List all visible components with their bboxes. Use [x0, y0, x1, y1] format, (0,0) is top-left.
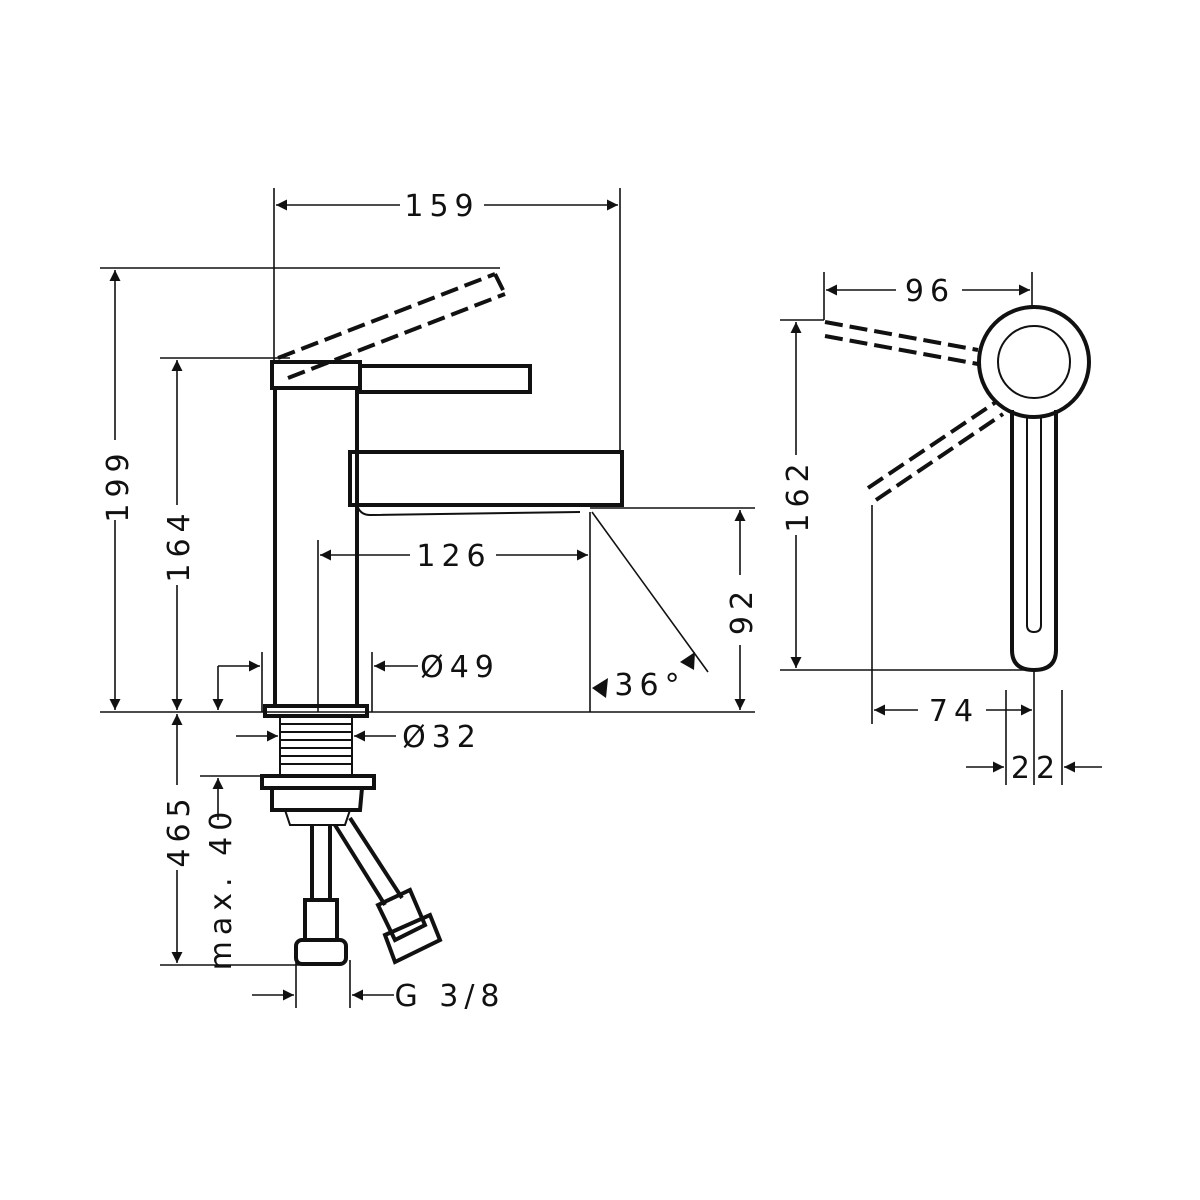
hose-straight	[310, 825, 332, 900]
handle-rotated-down	[866, 400, 1005, 502]
handle-rotated-up	[824, 320, 979, 366]
dim-label-22: 22	[1011, 751, 1061, 786]
front-dimensions: 159 199 164 126 92 36° Ø49	[100, 188, 760, 1014]
spout	[348, 450, 624, 507]
hose-nut-left	[294, 938, 348, 966]
dim-label-d32: Ø32	[402, 720, 482, 755]
dim-label-92: 92	[725, 585, 760, 635]
hose-fitting-left	[303, 898, 339, 942]
dim-label-g38: G 3/8	[394, 979, 505, 1014]
handle-outer-ring	[977, 305, 1091, 419]
handle-lever-slot	[1026, 418, 1042, 634]
fixing-bracket	[283, 809, 352, 826]
side-dimensions: 96 162 74 22	[780, 272, 1102, 786]
hose-fitting-right	[375, 887, 428, 943]
fixing-plate	[270, 786, 365, 812]
dim-label-199: 199	[101, 447, 136, 522]
shank-threads	[280, 723, 352, 765]
faucet-front-view	[260, 272, 624, 966]
dim-label-126: 126	[416, 539, 491, 574]
dim-label-465: 465	[162, 792, 197, 867]
dim-label-74: 74	[929, 694, 979, 729]
handle-inner-ring	[997, 325, 1071, 399]
dim-label-162: 162	[781, 457, 816, 532]
handle-side-view	[824, 305, 1091, 673]
dim-label-d49: Ø49	[420, 650, 500, 685]
faucet-body	[273, 386, 359, 708]
hose-nut-right	[382, 912, 443, 965]
dim-label-164: 164	[162, 507, 197, 582]
lever-handle	[358, 364, 532, 394]
dim-label-max40: max. 40	[204, 806, 239, 971]
spout-underside	[356, 504, 581, 517]
dim-label-36deg: 36°	[614, 668, 685, 703]
hose-angled	[333, 816, 404, 907]
base-flange	[263, 704, 369, 718]
lever-raised-outline	[277, 272, 507, 380]
dim-label-159: 159	[404, 189, 479, 224]
dim-label-96: 96	[905, 274, 955, 309]
